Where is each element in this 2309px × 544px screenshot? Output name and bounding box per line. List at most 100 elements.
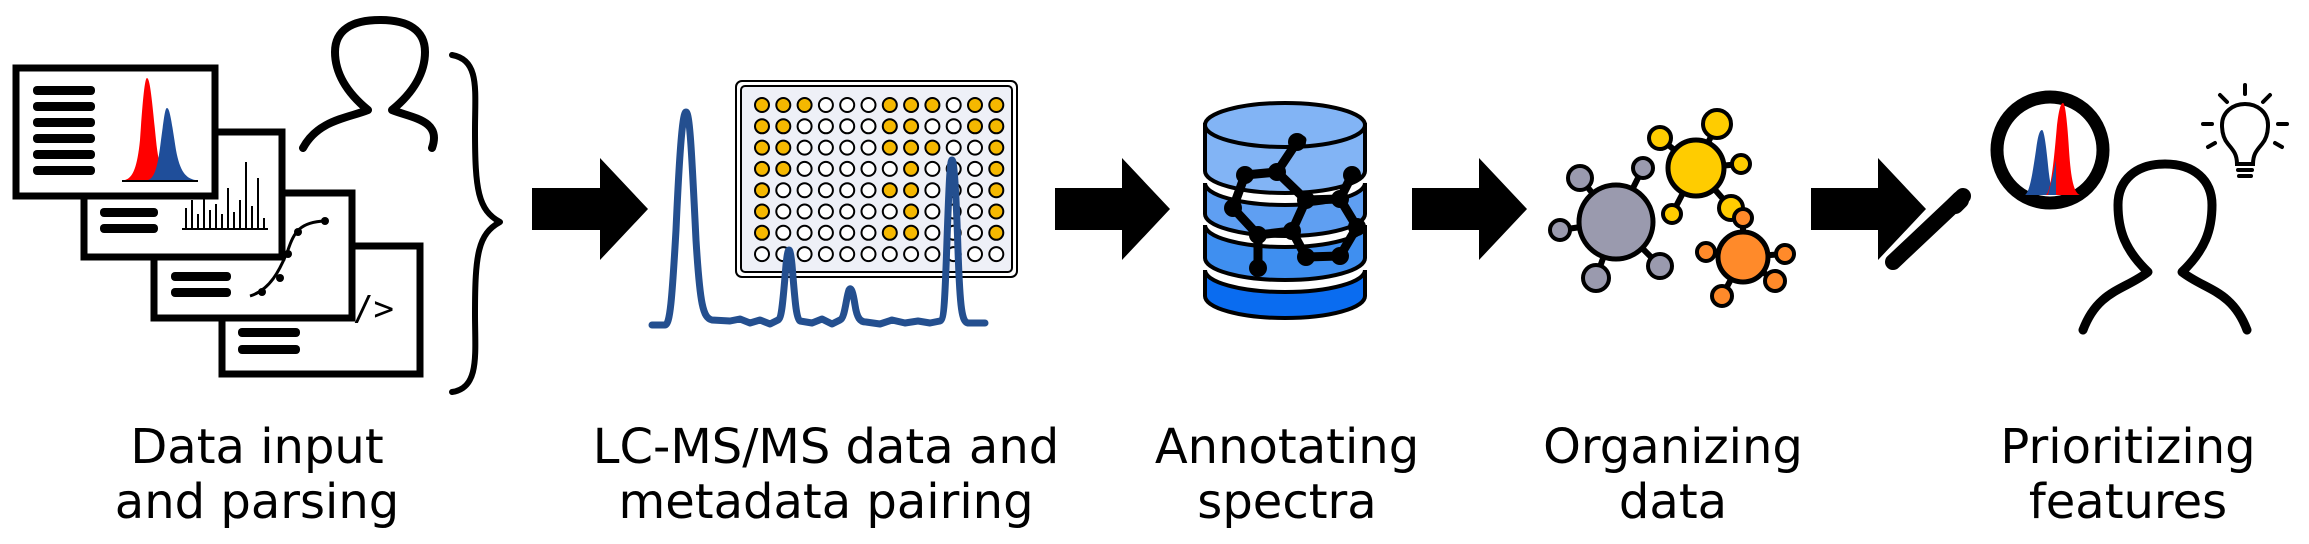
well: [839, 139, 856, 156]
well: [967, 203, 983, 220]
arrow-right-icon: [532, 158, 648, 260]
well: [796, 246, 813, 263]
well: [775, 203, 792, 220]
well: [860, 97, 877, 113]
well: [754, 246, 770, 263]
well: [754, 139, 770, 156]
step-label-lcms: LC-MS/MS data and metadata pairing: [592, 419, 1060, 530]
user-icon: [2078, 159, 2252, 335]
magnifier-icon: [1885, 90, 2110, 270]
step-label-prioritizing: Prioritizing features: [2000, 419, 2256, 530]
well: [839, 224, 856, 241]
well: [967, 160, 983, 177]
well: [817, 97, 834, 113]
well: [988, 182, 1005, 199]
step-label-annotating: Annotating spectra: [1154, 419, 1420, 530]
well: [796, 224, 813, 241]
well: [881, 139, 898, 156]
well: [945, 139, 962, 156]
network-clusters: [1548, 108, 1796, 308]
well: [967, 139, 983, 156]
arrow-right-icon: [1055, 158, 1170, 260]
well: [839, 97, 856, 113]
chromatogram: [648, 108, 989, 329]
well: [967, 224, 983, 241]
step-label-data-input: Data input and parsing: [114, 419, 400, 530]
arrow-icons: [532, 158, 1926, 260]
well: [924, 203, 941, 220]
code-symbol: />: [353, 289, 394, 329]
well: [775, 224, 792, 241]
well: [796, 118, 813, 135]
orange-cluster: [1695, 207, 1796, 308]
well: [903, 139, 920, 156]
well: [796, 203, 813, 220]
well: [860, 224, 877, 241]
well: [817, 246, 834, 263]
well: [924, 224, 941, 241]
arrow-right-icon: [1811, 158, 1926, 260]
well: [945, 118, 962, 135]
yellow-cluster: [1647, 108, 1752, 225]
well: [775, 160, 792, 177]
well: [988, 97, 1005, 113]
well: [988, 203, 1005, 220]
well: [903, 182, 920, 199]
well-plate: [735, 80, 1018, 278]
well: [945, 97, 962, 113]
user-icon: [299, 16, 438, 152]
well: [967, 182, 983, 199]
well: [860, 160, 877, 177]
well: [881, 160, 898, 177]
well: [988, 118, 1005, 135]
grey-cluster: [1548, 156, 1674, 293]
lightbulb-icon: [2201, 83, 2289, 178]
well: [881, 97, 898, 113]
well: [860, 139, 877, 156]
well: [754, 203, 770, 220]
prioritizing-group: [1885, 83, 2289, 335]
well: [967, 97, 983, 113]
well: [775, 118, 792, 135]
well: [796, 139, 813, 156]
well: [775, 139, 792, 156]
well: [988, 246, 1005, 263]
well: [839, 160, 856, 177]
well: [903, 97, 920, 113]
well: [860, 246, 877, 263]
well: [817, 182, 834, 199]
well: [967, 246, 983, 263]
well: [796, 97, 813, 113]
well: [903, 203, 920, 220]
well: [881, 182, 898, 199]
data-input-group: />: [12, 16, 503, 395]
well: [839, 182, 856, 199]
well: [988, 160, 1005, 177]
well: [817, 160, 834, 177]
step-label-organizing: Organizing data: [1543, 419, 1803, 530]
arrow-right-icon: [1412, 158, 1527, 260]
well: [839, 246, 856, 263]
well: [860, 118, 877, 135]
well: [817, 203, 834, 220]
peaks-sheet: [12, 64, 219, 200]
well: [754, 160, 770, 177]
well: [754, 224, 770, 241]
well: [775, 182, 792, 199]
curly-brace: [449, 52, 503, 395]
database-icon: [1203, 101, 1367, 320]
well: [839, 118, 856, 135]
well: [924, 118, 941, 135]
well: [903, 118, 920, 135]
well: [988, 139, 1005, 156]
well: [817, 139, 834, 156]
well: [924, 246, 941, 263]
well: [754, 118, 770, 135]
well: [903, 224, 920, 241]
well: [796, 182, 813, 199]
lcms-group: [648, 80, 1018, 329]
well: [754, 97, 770, 113]
molecule-atoms: [1224, 133, 1366, 277]
well: [881, 246, 898, 263]
